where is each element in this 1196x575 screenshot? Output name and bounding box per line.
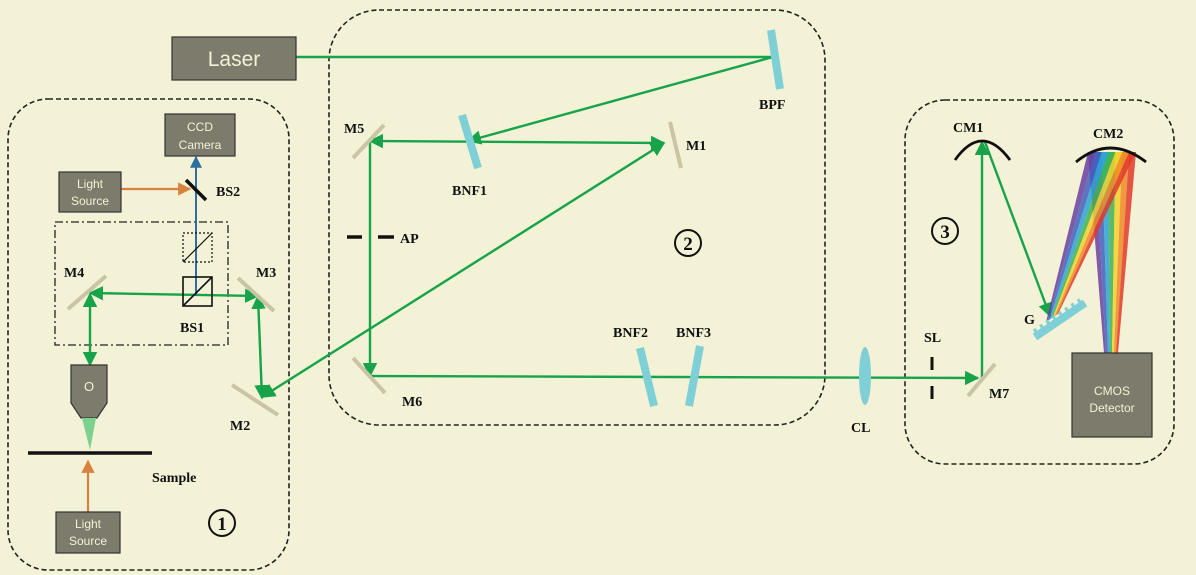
laser-beam-path — [82, 55, 1053, 400]
ccd-camera-label-line1: CCD — [187, 120, 213, 134]
mirror-m7 — [966, 362, 997, 398]
cmos-detector-label-line2: Detector — [1089, 401, 1134, 415]
mirror-m5 — [351, 123, 386, 160]
light-source-bottom-label-line2: Source — [69, 534, 107, 548]
label-bs2: BS2 — [216, 185, 240, 200]
cylindrical-lens-cl — [859, 347, 871, 405]
label-bnf1: BNF1 — [452, 184, 487, 199]
svg-text:2: 2 — [683, 234, 693, 255]
label-bpf: BPF — [759, 98, 785, 113]
mirror-m4 — [66, 274, 108, 311]
module-3-enclosure — [904, 99, 1175, 465]
curved-mirror-cm2 — [1075, 146, 1147, 164]
beamsplitter-bs1-cube — [182, 276, 213, 307]
label-bnf3: BNF3 — [676, 326, 711, 341]
spectrum-band-to-cm2 — [1054, 152, 1130, 317]
ccd-camera-box — [164, 113, 236, 157]
label-m5: M5 — [344, 122, 364, 137]
label-cm2: CM2 — [1093, 127, 1123, 142]
mirror-m6 — [351, 356, 387, 395]
filter-bnf3 — [685, 345, 704, 407]
light-source-top-label-line2: Source — [71, 194, 109, 208]
filter-bnf1 — [458, 113, 482, 170]
light-source-top-box — [58, 171, 122, 213]
grating-tooth — [1045, 319, 1052, 328]
label-sl: SL — [924, 331, 941, 346]
label-g: G — [1024, 313, 1035, 328]
filter-bnf2 — [636, 347, 658, 407]
beamsplitter-cube-mount — [54, 221, 229, 346]
light-source-bottom-box — [55, 511, 121, 554]
label-m7: M7 — [989, 387, 1009, 402]
cmos-detector-label-line1: CMOS — [1094, 384, 1130, 398]
ccd-camera-label-line2: Camera — [179, 138, 222, 152]
spectrum-band-to-detector — [1116, 152, 1136, 353]
spectrum-band-to-cm2 — [1047, 152, 1102, 321]
curved-mirror-cm1 — [953, 139, 1012, 161]
mirror-m3 — [236, 276, 276, 313]
objective-lens — [70, 364, 108, 419]
focus-cone — [82, 418, 96, 450]
spectrum-band-to-detector — [1114, 152, 1130, 353]
spectrum-band-to-cm2 — [1051, 152, 1116, 319]
dispersed-spectrum — [1046, 152, 1136, 353]
grating-tooth — [1039, 323, 1046, 332]
label-cl: CL — [851, 421, 870, 436]
grating-tooth — [1070, 302, 1077, 311]
svg-text:3: 3 — [940, 222, 950, 243]
objective-label: O — [84, 379, 94, 394]
label-m4: M4 — [64, 266, 84, 281]
grating-tooth — [1057, 311, 1065, 319]
label-cm1: CM1 — [953, 121, 983, 136]
module-3-marker: 3 — [931, 217, 959, 245]
diffraction-grating — [1032, 298, 1088, 341]
spectrum-band-to-cm2 — [1052, 152, 1123, 318]
beamsplitter-removable-diagonal — [182, 232, 213, 263]
light-source-top-label-line1: Light — [77, 177, 104, 191]
light-source-bottom-label-line1: Light — [75, 517, 102, 531]
filter-bpf — [767, 29, 784, 90]
cmos-detector-box — [1071, 352, 1153, 438]
grating-tooth — [1064, 306, 1071, 315]
grating-tooth — [1076, 298, 1084, 306]
label-m2: M2 — [230, 419, 250, 434]
spectrum-band-to-cm2 — [1046, 152, 1095, 322]
module-1-marker: 1 — [208, 509, 236, 537]
label-ap: AP — [400, 232, 419, 247]
label-m1: M1 — [686, 139, 706, 154]
label-sample: Sample — [152, 471, 196, 486]
label-m6: M6 — [402, 395, 422, 410]
beamsplitter-removable-cube — [182, 232, 213, 263]
mirror-m2 — [230, 383, 280, 417]
label-bs1: BS1 — [180, 321, 204, 336]
label-bnf2: BNF2 — [613, 326, 648, 341]
svg-text:1: 1 — [217, 514, 227, 535]
laser-label: Laser — [208, 48, 261, 71]
beamsplitter-bs1-diagonal — [182, 276, 213, 307]
label-m3: M3 — [256, 266, 276, 281]
module-2-marker: 2 — [674, 229, 702, 257]
mirror-m1 — [668, 121, 683, 169]
grating-tooth — [1032, 328, 1040, 336]
grating-tooth — [1051, 315, 1059, 323]
laser-box — [171, 36, 297, 81]
beamsplitter-bs2 — [184, 178, 208, 202]
spectrum-band-to-detector — [1112, 152, 1123, 353]
spectrum-band-to-cm2 — [1056, 152, 1136, 316]
spectrum-band-to-cm2 — [1049, 152, 1109, 320]
